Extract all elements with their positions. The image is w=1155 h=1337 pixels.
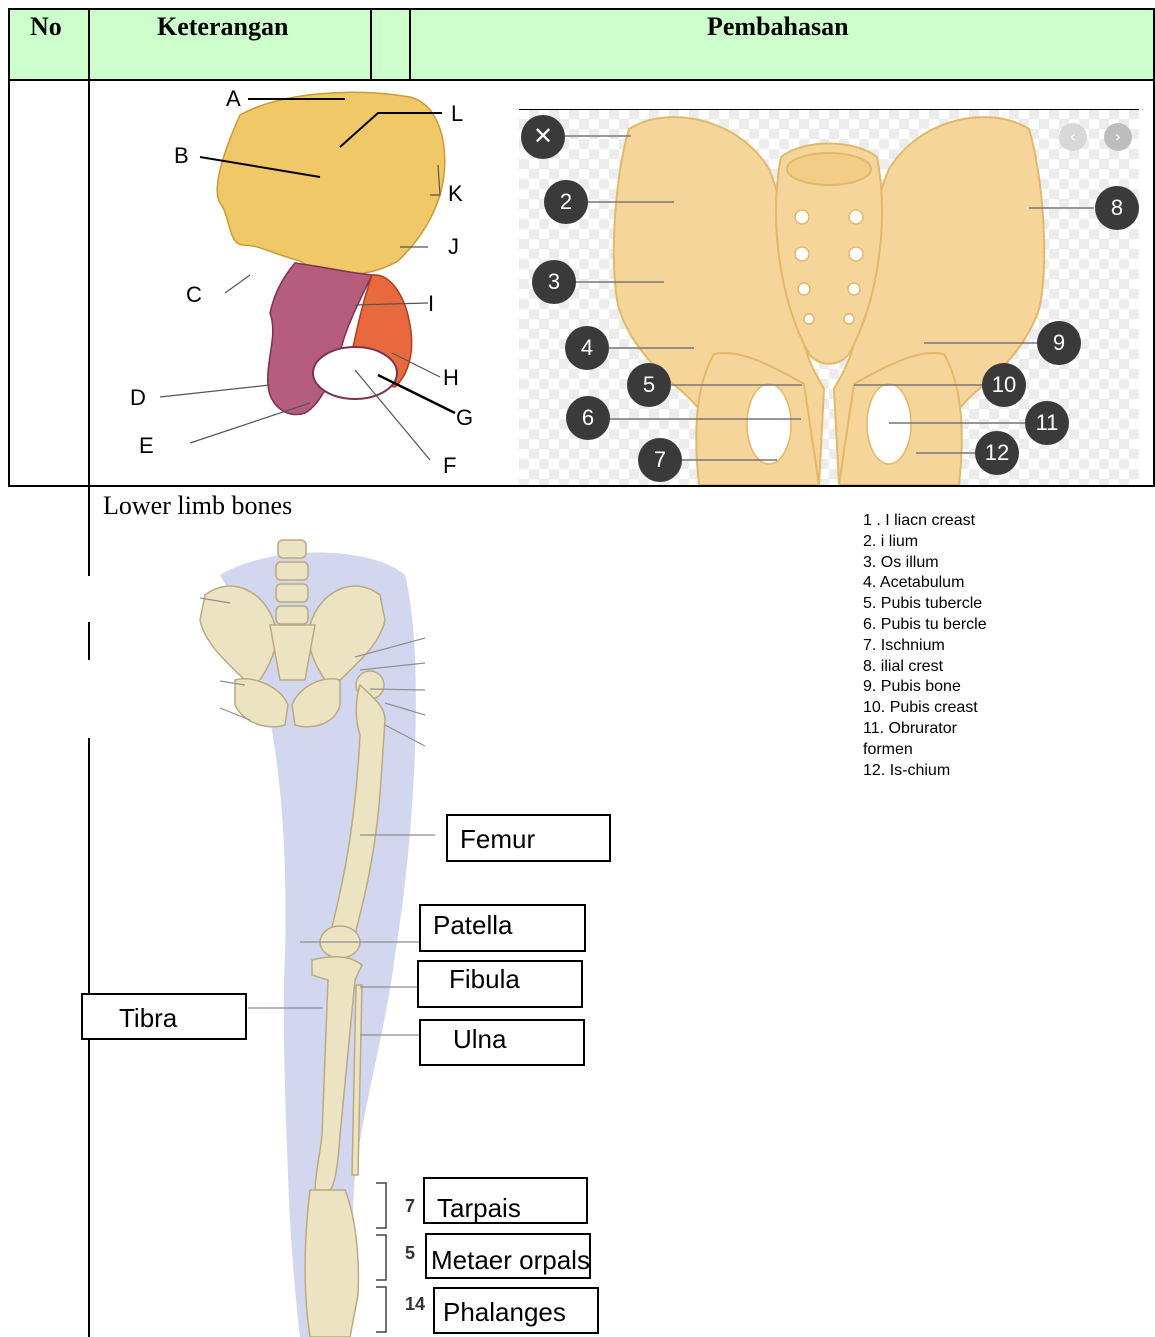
header-no: No <box>30 12 62 42</box>
lower-limb-diagram <box>190 535 435 1337</box>
bracket-number-metatarsals: 5 <box>405 1243 415 1264</box>
callout-metatarsals: Metaer orpals <box>425 1233 591 1279</box>
pelvis-marker-8: 8 <box>1095 186 1139 230</box>
chevron-left-icon[interactable]: ‹ <box>1059 123 1087 151</box>
pelvis-marker-10: 10 <box>982 363 1026 407</box>
column-line-gap-2 <box>86 660 92 738</box>
pelvis-marker-4: 4 <box>565 326 609 370</box>
pelvis-marker-2: 2 <box>544 180 588 224</box>
hip-label-g: G <box>456 407 473 429</box>
answer-item: 3. Os illum <box>863 553 1063 574</box>
answer-item: 12. Is-chium <box>863 761 1063 782</box>
answer-list: 1 . I liacn creast 2. i lium 3. Os illum… <box>863 511 1063 781</box>
pelvis-marker-6: 6 <box>566 396 610 440</box>
callout-phalanges: Phalanges <box>433 1287 599 1334</box>
header-pembahasan: Pembahasan <box>707 12 849 42</box>
bracket-number-tarsals: 7 <box>405 1196 415 1217</box>
hip-label-c: C <box>186 284 202 306</box>
header-keterangan: Keterangan <box>157 12 288 42</box>
pelvis-marker-9: 9 <box>1037 321 1081 365</box>
callout-ulna: Ulna <box>419 1019 585 1066</box>
callout-femur: Femur <box>446 814 611 862</box>
hip-label-f: F <box>443 455 456 477</box>
close-icon[interactable]: ✕ <box>521 115 565 159</box>
pelvis-marker-7: 7 <box>638 438 682 482</box>
sacrum-top <box>787 153 871 185</box>
callout-tibra: Tibra <box>81 993 247 1040</box>
table-border-top <box>8 8 1155 10</box>
pelvis-diagram: ✕ ‹ › 2 3 4 5 6 7 8 9 10 11 12 <box>519 109 1139 485</box>
pelvis-marker-5: 5 <box>627 363 671 407</box>
hip-label-a: A <box>226 88 241 110</box>
answer-item: 2. i lium <box>863 532 1063 553</box>
answer-item: 8. ilial crest <box>863 657 1063 678</box>
answer-item: 7. Ischnium <box>863 636 1063 657</box>
lower-limb-title: Lower limb bones <box>103 491 292 521</box>
obturator-foramen <box>313 347 397 399</box>
chevron-right-icon[interactable]: › <box>1104 123 1132 151</box>
table-col-line-2 <box>370 8 372 81</box>
answer-item: 6. Pubis tu bercle <box>863 615 1063 636</box>
table-row-line-1 <box>8 79 1155 81</box>
answer-item: 10. Pubis creast <box>863 698 1063 719</box>
callout-patella: Patella <box>419 904 586 952</box>
hip-label-j: J <box>448 236 459 258</box>
answer-item: 1 . I liacn creast <box>863 511 1063 532</box>
hip-label-b: B <box>174 145 189 167</box>
pelvis-marker-3: 3 <box>532 260 576 304</box>
answer-item: 11. Obrurator formen <box>863 719 1063 761</box>
pelvis-marker-11: 11 <box>1025 401 1069 445</box>
hip-bone-diagram <box>110 85 510 485</box>
bracket-number-phalanges: 14 <box>405 1294 425 1315</box>
hip-label-d: D <box>130 387 146 409</box>
table-row-line-2 <box>8 485 1155 487</box>
hip-label-k: K <box>448 183 463 205</box>
column-line-gap-1 <box>86 576 92 622</box>
table-col-line-3 <box>409 8 411 81</box>
answer-item: 9. Pubis bone <box>863 677 1063 698</box>
hip-label-h: H <box>443 367 459 389</box>
hip-label-i: I <box>428 293 434 315</box>
answer-item: 5. Pubis tubercle <box>863 594 1063 615</box>
callout-tarpais: Tarpais <box>423 1177 588 1224</box>
callout-fibula: Fibula <box>417 960 583 1008</box>
hip-label-e: E <box>139 435 154 457</box>
answer-item: 4. Acetabulum <box>863 573 1063 594</box>
hip-label-l: L <box>451 103 463 125</box>
pelvis-marker-12: 12 <box>975 431 1019 475</box>
